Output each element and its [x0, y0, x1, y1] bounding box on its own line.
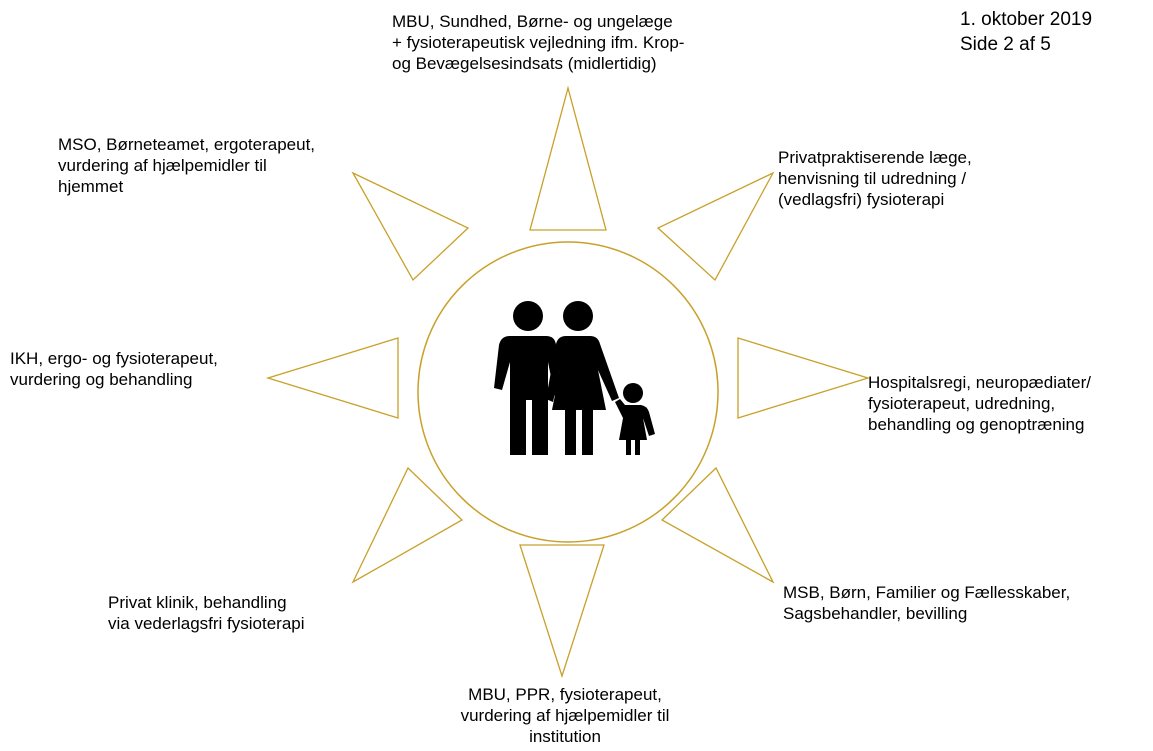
node-top-label: MBU, Sundhed, Børne- og ungelæge + fysio…	[392, 12, 685, 73]
family-icon	[494, 301, 655, 455]
ray-bottom-right	[660, 466, 775, 584]
ray-top-right	[656, 171, 775, 282]
center-circle	[417, 241, 719, 543]
node-top-left-label: MSO, Børneteamet, ergoterapeut, vurderin…	[58, 135, 316, 196]
node-bottom-right-label: MSB, Børn, Familier og Fællesskaber, Sag…	[783, 583, 1071, 623]
ray-left	[265, 337, 399, 419]
ray-bottom	[519, 544, 605, 679]
node-bottom-left-label: Privat klinik, behandling via vederlagsf…	[108, 593, 305, 633]
header-date: 1. oktober 2019	[960, 9, 1093, 30]
ray-top-left	[351, 171, 470, 282]
node-right-label: Hospitalsregi, neuropædiater/ fysioterap…	[868, 373, 1092, 434]
ray-right	[737, 337, 871, 419]
node-bottom-label: MBU, PPR, fysioterapeut, vurdering af hj…	[460, 685, 670, 746]
node-top-right-label: Privatpraktiserende læge, henvisning til…	[778, 148, 972, 209]
header-page: Side 2 af 5	[960, 34, 1051, 55]
ray-top	[529, 85, 607, 231]
ray-bottom-left	[351, 466, 464, 584]
node-left-label: IKH, ergo- og fysioterapeut, vurdering o…	[10, 349, 218, 389]
